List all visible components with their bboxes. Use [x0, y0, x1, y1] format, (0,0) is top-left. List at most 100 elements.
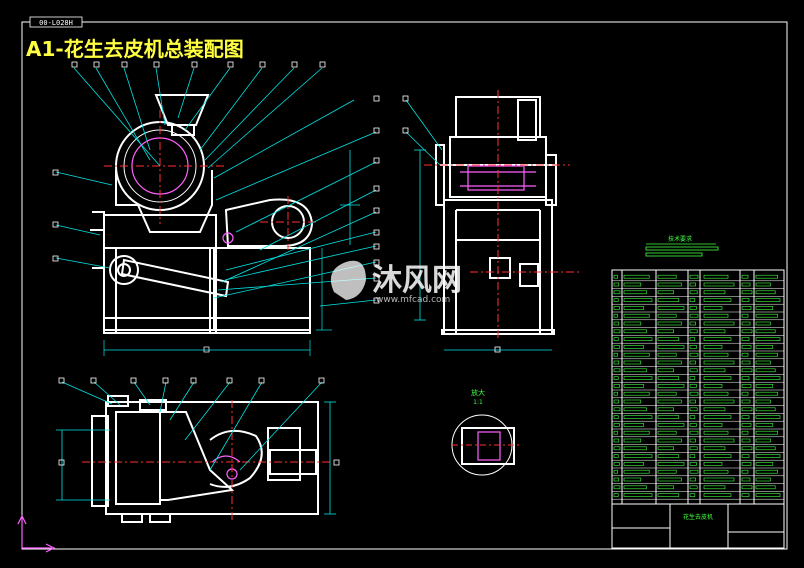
table-cell-glyph: [741, 446, 753, 451]
table-cell-glyph: [741, 274, 749, 279]
table-cell-glyph: [613, 469, 618, 474]
table-cell-glyph: [703, 384, 723, 388]
table-cell-glyph: [623, 446, 647, 451]
table-cell-glyph: [755, 345, 774, 349]
side-view-leaders: [405, 99, 552, 351]
table-cell-glyph: [703, 469, 729, 474]
table-cell-glyph: [741, 415, 750, 419]
table-cell-glyph: [741, 337, 750, 341]
watermark: 沐风网 www.mfcad.com: [330, 260, 462, 305]
table-cell-glyph: [755, 477, 771, 482]
table-cell-glyph: [657, 399, 682, 404]
table-cell-glyph: [703, 360, 735, 365]
table-cell-glyph: [689, 274, 699, 279]
detail-scale: 1:1: [473, 399, 483, 406]
top-view-centerlines: [82, 400, 330, 520]
table-cell-glyph: [623, 298, 653, 302]
table-cell-glyph: [741, 399, 751, 404]
table-cell-glyph: [689, 306, 697, 310]
table-cell-glyph: [703, 407, 726, 412]
table-cell-glyph: [623, 415, 653, 419]
table-cell-glyph: [657, 290, 674, 295]
table-cell-glyph: [613, 477, 620, 482]
table-cell-glyph: [755, 462, 774, 466]
table-cell-glyph: [755, 399, 771, 404]
table-cell-glyph: [689, 399, 696, 404]
table-cell-glyph: [741, 438, 751, 443]
table-cell-glyph: [741, 368, 753, 373]
table-cell-glyph: [741, 454, 750, 458]
table-cell-glyph: [613, 368, 621, 373]
table-cell-glyph: [613, 290, 621, 295]
table-cell-glyph: [755, 274, 778, 279]
table-cell-glyph: [689, 423, 697, 427]
table-cell-glyph: [741, 423, 752, 427]
front-view-leaders: [55, 67, 377, 307]
table-cell-glyph: [657, 493, 680, 497]
table-cell-glyph: [755, 290, 776, 295]
table-cell-glyph: [623, 352, 650, 357]
table-cell-glyph: [623, 282, 642, 287]
table-cell-glyph: [741, 430, 749, 435]
table-cell-glyph: [623, 306, 644, 310]
table-cell-glyph: [613, 454, 619, 458]
table-cell-glyph: [623, 329, 647, 334]
table-cell-glyph: [703, 485, 726, 490]
table-cell-glyph: [755, 407, 776, 412]
table-cell-glyph: [657, 462, 685, 466]
table-cell-glyph: [657, 438, 682, 443]
table-cell-glyph: [657, 345, 685, 349]
table-cell-glyph: [703, 493, 732, 497]
table-cell-glyph: [657, 485, 674, 490]
detail-view: 放大 1:1: [451, 388, 520, 476]
table-cell-glyph: [623, 391, 650, 396]
table-cell-glyph: [741, 282, 751, 287]
table-cell-glyph: [623, 321, 642, 326]
table-cell-glyph: [703, 274, 729, 279]
table-cell-glyph: [741, 376, 750, 380]
table-cell-glyph: [613, 298, 619, 302]
table-cell-glyph: [657, 313, 677, 318]
table-cell-glyph: [703, 462, 723, 466]
table-cell-glyph: [657, 423, 685, 427]
table-cell-glyph: [657, 352, 677, 357]
table-cell-glyph: [623, 430, 650, 435]
watermark-brand: 沐风网: [372, 263, 462, 298]
table-cell-glyph: [623, 485, 647, 490]
table-cell-glyph: [613, 329, 621, 334]
table-cell-glyph: [657, 282, 682, 287]
table-cell-glyph: [689, 313, 699, 318]
table-cell-glyph: [703, 454, 732, 458]
table-cell-glyph: [689, 407, 698, 412]
top-view-balloons: [58, 377, 340, 466]
front-view-dimensions: [103, 248, 332, 356]
drawing-code-box: [29, 16, 83, 28]
table-cell-glyph: [741, 352, 749, 357]
table-cell-glyph: [755, 415, 781, 419]
table-cell-glyph: [613, 274, 618, 279]
table-cell-glyph: [657, 454, 680, 458]
parts-list-rows: [612, 274, 784, 500]
table-cell-glyph: [623, 423, 644, 427]
table-cell-glyph: [657, 415, 680, 419]
front-view-balloons: [52, 61, 380, 304]
side-view-balloons: [402, 95, 501, 353]
table-cell-glyph: [689, 345, 697, 349]
table-cell-glyph: [689, 376, 696, 380]
table-cell-glyph: [755, 360, 771, 365]
table-cell-glyph: [623, 290, 647, 295]
table-cell-glyph: [689, 462, 697, 466]
table-cell-glyph: [613, 384, 620, 388]
table-cell-glyph: [689, 368, 698, 373]
table-cell-glyph: [657, 306, 685, 310]
table-cell-glyph: [657, 360, 682, 365]
drawing-title: A1-花生去皮机总装配图: [26, 37, 244, 61]
table-cell-glyph: [613, 360, 620, 365]
table-cell-glyph: [689, 415, 696, 419]
table-cell-glyph: [613, 313, 618, 318]
table-cell-glyph: [741, 360, 751, 365]
table-cell-glyph: [703, 368, 726, 373]
table-cell-glyph: [703, 345, 723, 349]
table-cell-glyph: [689, 329, 698, 334]
